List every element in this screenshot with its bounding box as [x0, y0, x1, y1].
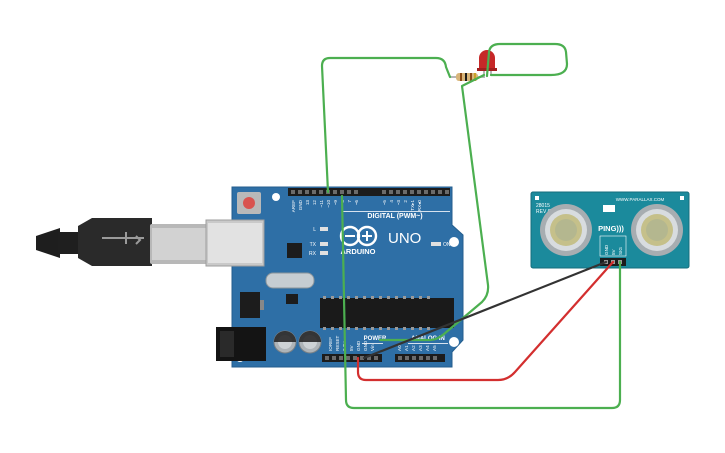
sensor-pin-label: SIG	[618, 247, 623, 255]
status-leds	[320, 227, 441, 255]
usb-cable	[36, 218, 208, 266]
power-pin-label: GND	[356, 340, 361, 351]
power-pin-label: RESET	[335, 335, 340, 351]
mounting-hole	[272, 193, 280, 201]
ultrasonic-transducer-right	[631, 204, 683, 256]
ultrasonic-transducer-left	[540, 204, 592, 256]
digital-pin-label: 7	[347, 200, 352, 203]
analog-pin-label: A2	[411, 345, 416, 351]
on-led-label: ON	[443, 242, 451, 248]
sensor-pin-label: 5V	[611, 248, 616, 255]
analog-pin-label: A1	[404, 345, 409, 351]
green-wire-sensor-sig-to-arduino[interactable]	[340, 194, 622, 410]
black-wire-sensor-gnd-to-arduino-gnd[interactable]	[362, 260, 608, 360]
power-pin-label: IOREF	[328, 337, 333, 351]
digital-pin-label: 13	[305, 200, 310, 206]
arduino-model-text: UNO	[388, 230, 421, 247]
power-analog-pin-holes	[325, 356, 437, 360]
small-chip	[286, 294, 298, 304]
sensor-revision: REV C	[536, 209, 552, 215]
usb-interface-chip	[287, 243, 302, 258]
power-pin-label: Vin	[370, 344, 375, 351]
digital-header-label: DIGITAL (PWM~)	[367, 213, 422, 220]
digital-pin-label: ~3	[396, 200, 401, 206]
dc-power-jack	[216, 327, 266, 361]
digital-pin-header[interactable]	[288, 188, 450, 196]
arduino-logo	[339, 225, 378, 247]
digital-pin-label: 12	[312, 200, 317, 206]
digital-pin-label: ~10	[326, 200, 331, 208]
sensor-part-code: 28015	[536, 203, 550, 209]
digital-pin-label: 4	[389, 200, 394, 203]
voltage-regulator	[240, 292, 260, 318]
crystal-oscillator	[265, 272, 315, 289]
green-wire-pin13-to-resistor[interactable]	[320, 56, 452, 194]
usb-symbol-icon	[102, 232, 144, 245]
red-wire-sensor-5v-to-arduino-5v[interactable]	[356, 260, 615, 382]
digital-pin-label: ~11	[319, 200, 324, 208]
analog-pin-label: A5	[432, 345, 437, 351]
digital-pin-label: 2	[403, 200, 408, 203]
digital-pin-label: ~5	[382, 200, 387, 206]
capacitor	[298, 330, 322, 354]
led-label-rx: RX	[309, 251, 317, 257]
led-label-l: L	[313, 227, 316, 233]
atmega-chip	[320, 296, 454, 330]
sensor-name: PING)))	[598, 224, 624, 233]
digital-pin-label: RX◂0	[417, 200, 422, 212]
analog-pin-label: A3	[418, 345, 423, 351]
analog-pin-label: A0	[397, 345, 402, 351]
digital-pin-label: ~9	[333, 200, 338, 206]
arduino-brand-text: ARDUINO	[341, 247, 376, 256]
reset-button[interactable]	[237, 192, 261, 214]
ping-ultrasonic-sensor[interactable]: 28015 REV C WWW.PARALLAX.COM PING))) GND…	[530, 191, 690, 269]
green-wire-led-anode-to-pin12[interactable]	[378, 42, 569, 342]
digital-pin-label: TX▸1	[410, 200, 415, 211]
led-label-tx: TX	[310, 242, 317, 248]
mounting-hole	[449, 237, 459, 247]
sensor-pin-label: GND	[604, 244, 609, 255]
digital-pin-label: GND	[298, 199, 303, 210]
capacitor	[273, 330, 297, 354]
digital-pin-label: AREF	[291, 200, 296, 212]
power-pin-label: GND	[363, 340, 368, 351]
mounting-hole	[449, 337, 459, 347]
analog-pin-label: A4	[425, 345, 430, 351]
sensor-url: WWW.PARALLAX.COM	[616, 197, 665, 202]
power-pin-label: 5V	[349, 344, 354, 351]
digital-pin-label: ~6	[354, 200, 359, 206]
power-pin-header[interactable]	[322, 354, 382, 362]
power-label: POWER	[364, 336, 387, 342]
